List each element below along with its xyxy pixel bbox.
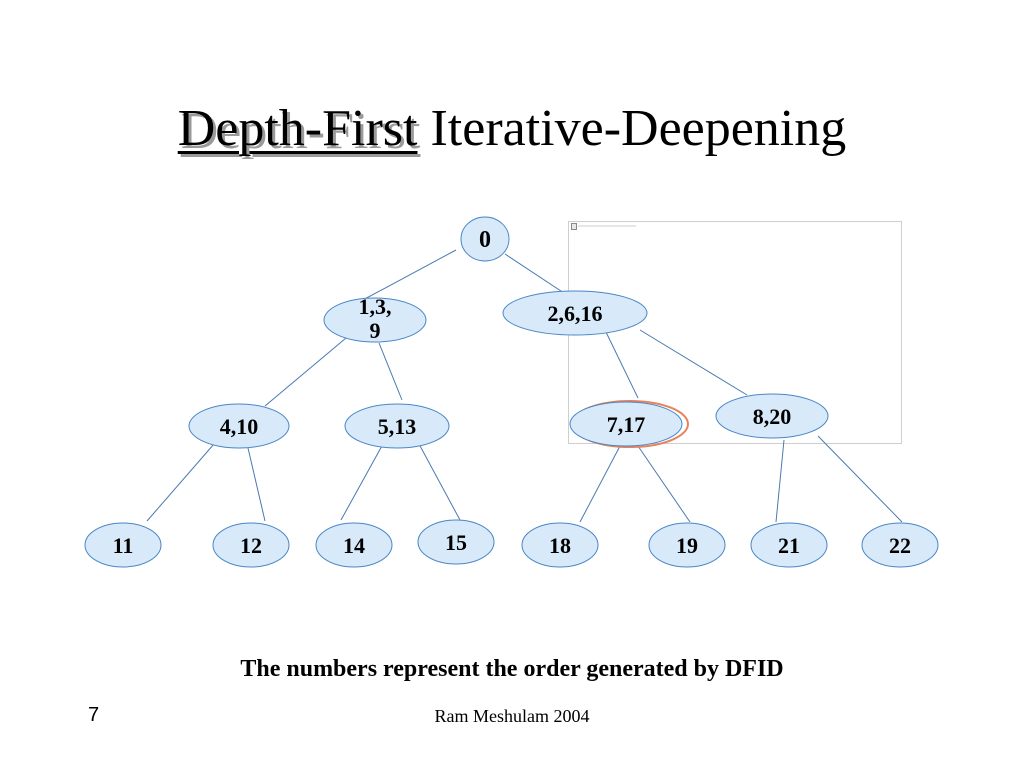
tree-node-22: 22 (861, 522, 939, 568)
tree-node-19: 19 (648, 522, 726, 568)
node-label: 1,3,9 (359, 294, 392, 343)
edge-n8-n21 (775, 439, 785, 523)
edge-n4-n12 (247, 447, 266, 522)
edge-n0-n2 (504, 253, 571, 298)
node-label: 4,10 (220, 414, 259, 439)
tree-node-4: 4,10 (188, 403, 290, 449)
caption: The numbers represent the order generate… (240, 656, 784, 682)
edge-n2-n7 (604, 329, 639, 399)
node-label: 19 (676, 533, 698, 558)
overlay-title-bar (578, 225, 636, 227)
node-ellipse (417, 519, 495, 565)
edge-n1-n4 (264, 337, 347, 407)
tree-node-12: 12 (212, 522, 290, 568)
node-ellipse (460, 216, 510, 262)
node-label: 15 (445, 530, 467, 555)
edge-n8-n22 (817, 435, 903, 523)
node-ellipse (315, 522, 393, 568)
tree-node-7: 7,17 (569, 400, 689, 448)
node-label: 11 (113, 533, 134, 558)
node-label: 7,17 (607, 412, 646, 437)
node-ellipse (648, 522, 726, 568)
footer-author: Ram Meshulam 2004 (434, 706, 590, 726)
node-ellipse (750, 522, 828, 568)
node-ellipse (188, 403, 290, 449)
tree-node-0: 0 (460, 216, 510, 262)
tree-edges (146, 249, 903, 523)
node-ellipse (212, 522, 290, 568)
node-label: 5,13 (378, 414, 417, 439)
edge-n7-n19 (637, 445, 691, 523)
node-ellipse (323, 297, 427, 343)
node-ellipse (569, 401, 683, 447)
edge-n1-n5 (378, 342, 403, 401)
node-ellipse (84, 522, 162, 568)
node-label: 22 (889, 533, 911, 558)
slide-title: Depth-First Iterative-Deepening (0, 100, 1024, 157)
node-label: 2,6,16 (548, 301, 603, 326)
tree-node-5: 5,13 (344, 403, 450, 449)
node-ellipse (861, 522, 939, 568)
node-label: 18 (549, 533, 571, 558)
page-number: 7 (88, 704, 100, 726)
title-emphasis: Depth-First (177, 100, 418, 157)
node-ellipse (521, 522, 599, 568)
overlay-icon (571, 223, 577, 230)
tree-node-15: 15 (417, 519, 495, 565)
node-label: 12 (240, 533, 262, 558)
tree-node-21: 21 (750, 522, 828, 568)
edge-n4-n11 (146, 443, 215, 522)
tree-node-18: 18 (521, 522, 599, 568)
edge-n5-n15 (418, 443, 461, 521)
tree-node-2: 2,6,16 (502, 290, 648, 336)
node-label: 21 (778, 533, 800, 558)
node-label: 14 (343, 533, 365, 558)
node-label: 8,20 (753, 404, 792, 429)
tree-nodes: 0 1,3,9 2,6,16 4,10 5,13 7,17 8,20 11 12 14 15 18 19… (84, 216, 939, 568)
edge-n5-n14 (340, 443, 384, 521)
edge-n7-n18 (579, 445, 621, 523)
title-rest: Iterative-Deepening (417, 100, 847, 157)
tree-node-1: 1,3,9 (323, 294, 427, 343)
tree-node-11: 11 (84, 522, 162, 568)
tree-node-14: 14 (315, 522, 393, 568)
node-ellipse (344, 403, 450, 449)
tree-node-8: 8,20 (715, 393, 829, 439)
edge-n2-n8 (639, 329, 748, 396)
node-ellipse (502, 290, 648, 336)
node-ellipse (715, 393, 829, 439)
node-label: 0 (479, 227, 491, 253)
